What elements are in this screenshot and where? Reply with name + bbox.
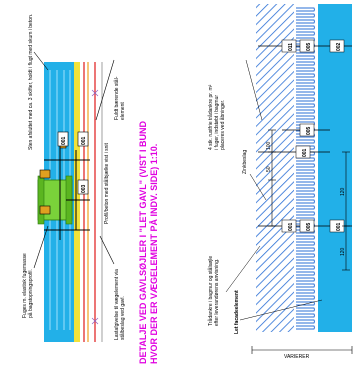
- insulation-loop: [296, 211, 315, 216]
- insulation-loop: [296, 25, 315, 30]
- insulation-loop: [296, 13, 315, 18]
- dimension-chain: [268, 129, 350, 271]
- cross-markers: [91, 89, 99, 325]
- left-detail: 001 001 003 Sten afsluttet med ca. 3 ski…: [22, 14, 159, 364]
- overall-dimension-label: VARIERER: [284, 354, 310, 360]
- code-label: 001: [288, 222, 294, 231]
- code-label: 001: [302, 148, 308, 157]
- detail-title-line-1: DETALJE VED GAVLSØJLER I "LET GAVL" (VIS…: [138, 120, 148, 364]
- note-top: Sten afsluttet med ca. 3 skifter, holdt …: [28, 14, 34, 150]
- note-low-2: efter leverandørens anvisning.: [214, 259, 220, 326]
- code-label: 002: [336, 42, 342, 51]
- bracket-2: [39, 205, 51, 215]
- bracket-1: [39, 169, 51, 179]
- overall-dimension: [251, 346, 353, 354]
- insulation-loop: [296, 235, 315, 240]
- yellow-band: [74, 62, 80, 342]
- code-label: 011: [288, 43, 294, 51]
- insulation-loop: [296, 79, 315, 84]
- code-label: 003: [81, 184, 87, 193]
- insulation-loop: [296, 61, 315, 66]
- note-mid: Zinkbeslag: [242, 150, 248, 174]
- dim-value: 120: [340, 187, 346, 196]
- insulation-loop: [296, 97, 315, 102]
- insulation-loop: [296, 157, 315, 162]
- code-label: 001: [81, 136, 87, 145]
- leader-lines: [33, 51, 115, 269]
- note-right-2: element: [120, 102, 126, 120]
- anchor-line-top: 011 005 002: [258, 39, 352, 53]
- note-bottom: Let facadeelement: [234, 290, 240, 334]
- insulation-loop: [296, 115, 315, 120]
- note-top-2: i fuger, indstøbt i bagmur: [214, 95, 220, 150]
- insulation-loop: [296, 289, 315, 294]
- right-detail: 011 005 002 001 005 001 005 001: [207, 4, 353, 360]
- note-rc-1: Lastafgivelse til vægelement via: [114, 269, 120, 340]
- insulation-loop: [296, 85, 315, 90]
- detail-title-line-2: HVOR DER ER VÆGELEMENT PÅ INDV. SIDE) 1:…: [149, 144, 159, 364]
- insulation-loop: [296, 271, 315, 276]
- insulation-loop: [296, 307, 315, 312]
- insulation-loop: [296, 175, 315, 180]
- insulation-loop: [296, 31, 315, 36]
- code-label: 001: [61, 136, 67, 145]
- insulation-loop: [296, 247, 315, 252]
- column-flange-top: [37, 175, 45, 225]
- insulation-loop: [296, 19, 315, 24]
- insulation-loop: [296, 91, 315, 96]
- note-rc-2: stålbeslag ved gavl.: [119, 296, 126, 340]
- insulation-loop: [296, 199, 315, 204]
- insulation-loop: [296, 325, 315, 330]
- anchor-line-mid: 001 005: [258, 123, 330, 159]
- insulation-loop: [296, 73, 315, 78]
- insulation-loop: [296, 187, 315, 192]
- insulation-loop: [296, 241, 315, 246]
- right-leaders: [225, 59, 323, 321]
- insulation-loop: [296, 313, 315, 318]
- code-label: 001: [336, 222, 342, 231]
- connector-lines: [44, 140, 90, 240]
- insulation-loop: [296, 277, 315, 282]
- insulation-loop: [296, 319, 315, 324]
- insulation-loop: [296, 295, 315, 300]
- insulation-loop: [296, 139, 315, 144]
- note-low-1: Trådankre i bagmur og stålsøjle: [207, 256, 214, 326]
- insulation-loops: [296, 7, 315, 330]
- masonry-hatch: [256, 4, 294, 332]
- insulation-loop: [296, 181, 315, 186]
- code-label: 005: [306, 222, 312, 231]
- insulation-loop: [296, 253, 315, 258]
- note-profile: Profil/beton med stålbjælke vist i snit: [103, 143, 110, 224]
- code-label: 005: [306, 42, 312, 51]
- insulation-loop: [296, 283, 315, 288]
- note-top-3: placeres ved åbninger.: [219, 100, 226, 150]
- note-bottom-1: Fuges m. elastisk fugemasse: [22, 253, 28, 318]
- dim-value: 50: [266, 166, 272, 172]
- insulation-loop: [296, 265, 315, 270]
- dim-value: 100: [266, 141, 272, 150]
- insulation-loop: [296, 205, 315, 210]
- insulation-loop: [296, 193, 315, 198]
- left-codes: 001 001 003: [57, 131, 89, 195]
- note-right-1: Fuldt bærende stål-: [113, 76, 120, 120]
- insulation-loop: [296, 7, 315, 12]
- insulation-loop: [296, 67, 315, 72]
- facade-panel: [318, 4, 352, 332]
- insulation-loop: [296, 55, 315, 60]
- insulation-loop: [296, 103, 315, 108]
- note-top-1: 4 stk. rustfrie trådankre pr. m²: [207, 84, 214, 150]
- note-bottom-2: på bagstopningsprofil.: [27, 269, 34, 318]
- code-label: 005: [306, 126, 312, 135]
- insulation-loop: [296, 259, 315, 264]
- insulation-loop: [296, 109, 315, 114]
- insulation-loop: [296, 145, 315, 150]
- dim-value: 120: [340, 247, 346, 256]
- insulation-loop: [296, 169, 315, 174]
- insulation-loop: [296, 163, 315, 168]
